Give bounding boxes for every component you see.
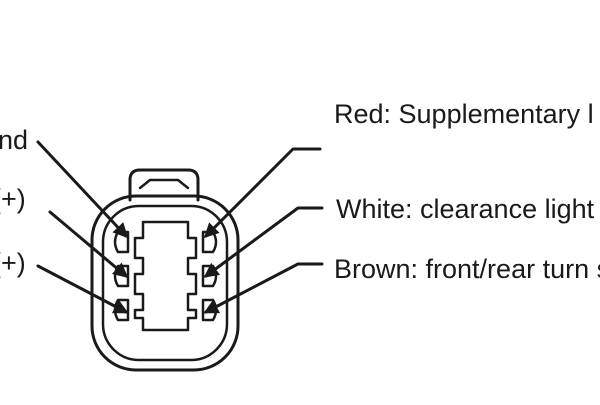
leader-left-top xyxy=(36,140,129,239)
leader-left-bottom xyxy=(36,264,129,314)
right-leaders xyxy=(203,147,324,314)
outer-shell xyxy=(90,194,240,372)
latch-tab-inner xyxy=(138,178,190,190)
leader-right-bottom xyxy=(203,262,324,314)
left-leaders xyxy=(36,140,129,314)
inner-shell xyxy=(101,204,229,362)
label-right-bottom: Brown: front/rear turn s xyxy=(334,254,600,284)
latch-tab xyxy=(128,168,200,202)
leader-right-top xyxy=(203,147,322,239)
label-left-mid: (+) xyxy=(0,184,26,214)
leader-left-mid xyxy=(48,210,129,278)
center-key xyxy=(133,220,198,332)
label-right-mid: White: clearance light xyxy=(336,194,595,224)
label-left-bottom: (+) xyxy=(0,248,26,278)
label-left-top: nd xyxy=(0,125,29,155)
leader-right-mid xyxy=(203,206,324,278)
label-right-top: Red: Supplementary l xyxy=(334,99,594,129)
